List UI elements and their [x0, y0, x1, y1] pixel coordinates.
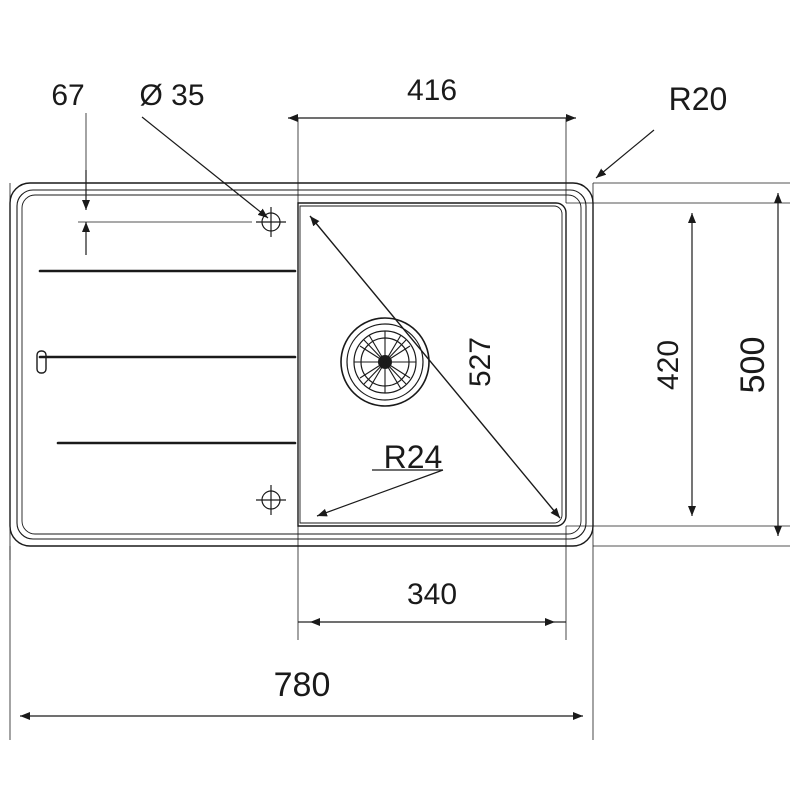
tap-hole-markers [256, 207, 286, 515]
dim-67-group: 67 [51, 79, 252, 255]
drain-strainer [340, 317, 430, 407]
dim-780-label: 780 [274, 666, 331, 704]
overflow-slot [36, 350, 47, 374]
dim-527-group: 527 [309, 215, 561, 519]
sink-bowl-inner-outline [299, 205, 563, 524]
dim-r20-label: R20 [669, 81, 728, 117]
dim-416-label: 416 [407, 74, 457, 107]
dim-340-group: 340 [298, 578, 566, 626]
sink-rim-inner2 [21, 194, 582, 535]
dim-340-label: 340 [407, 578, 457, 611]
drainer-grooves [38, 269, 297, 445]
dim-527-label: 527 [464, 337, 497, 387]
sink-outline-group [9, 182, 594, 547]
dim-420-label: 420 [652, 340, 685, 390]
dim-416-group: 416 [288, 74, 576, 122]
dim-d35-label: Ø 35 [139, 79, 204, 112]
sink-bowl-outline [297, 202, 567, 527]
dim-500-label: 500 [734, 337, 772, 394]
sink-rim-inner [16, 189, 587, 540]
dim-500-group: 500 [734, 193, 782, 536]
sink-outer-body [9, 182, 594, 547]
dim-r24-group: R24 [316, 439, 444, 517]
dim-67-label: 67 [51, 79, 84, 112]
dim-420-group: 420 [652, 213, 696, 516]
extension-lines [9, 113, 790, 740]
sink-bowl-group [297, 202, 567, 527]
dim-r24-label: R24 [384, 439, 443, 475]
dim-r20-group: R20 [595, 81, 728, 179]
dim-d35-group: Ø 35 [139, 79, 269, 219]
dim-780-group: 780 [20, 666, 583, 720]
